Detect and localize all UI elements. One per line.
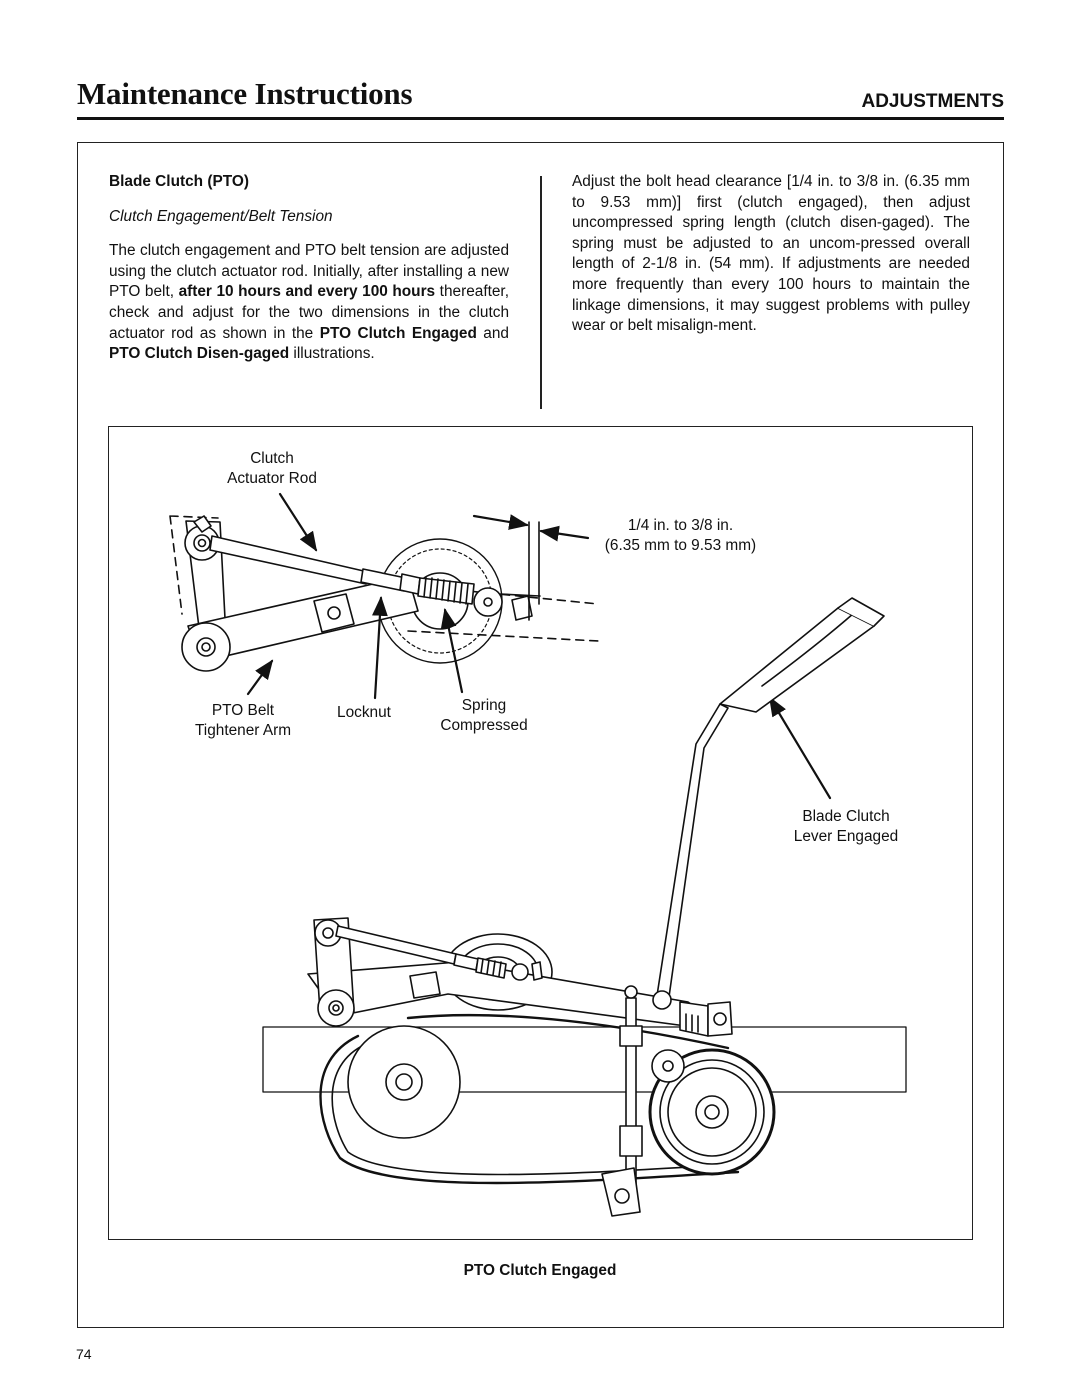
leader-arrow-lever	[768, 696, 832, 800]
leader-arrow-belt-arm	[246, 659, 274, 696]
label-spring-compressed: Spring Compressed	[424, 696, 544, 736]
figure-caption: PTO Clutch Engaged	[463, 1262, 617, 1279]
label-line: Blade Clutch	[802, 808, 890, 825]
bold-run: PTO Clutch Disen-gaged	[109, 345, 290, 363]
label-line: PTO Belt	[211, 702, 275, 719]
label-clutch-actuator-rod: Clutch Actuator Rod	[183, 449, 361, 489]
text-run: The clutch engagement and PTO belt tensi…	[109, 242, 509, 301]
clearance-arrow	[472, 514, 529, 530]
text-run: and	[476, 324, 509, 342]
label-line: Clutch	[250, 450, 294, 467]
label-line: Locknut	[337, 704, 391, 721]
page-title: Maintenance Instructions	[77, 76, 413, 111]
label-line: Actuator Rod	[227, 470, 317, 487]
lower-assembly-drawing	[262, 597, 907, 1217]
label-clearance: 1/4 in. to 3/8 in. (6.35 mm to 9.53 mm)	[588, 516, 773, 556]
text-run: thereafter, check and adjust for the two…	[109, 283, 509, 342]
bold-run: PTO Clutch Engaged	[319, 324, 477, 342]
page-number: 74	[76, 1346, 92, 1362]
label-line: Lever Engaged	[793, 828, 899, 845]
left-column: Blade Clutch (PTO) Clutch Engagement/Bel…	[109, 172, 509, 365]
clutch-linkage-illustration	[169, 492, 907, 1217]
clearance-arrow	[539, 525, 590, 542]
section-heading: Blade Clutch (PTO)	[109, 173, 249, 190]
upper-detail-drawing	[169, 515, 599, 672]
leader-arrow-spring	[440, 608, 464, 694]
label-line: (6.35 mm to 9.53 mm)	[604, 537, 757, 554]
content-frame	[77, 142, 1004, 1328]
label-line: 1/4 in. to 3/8 in.	[627, 517, 734, 534]
right-paragraph: Adjust the bolt head clearance [1/4 in. …	[572, 173, 970, 335]
subheading: Clutch Engagement/Belt Tension	[109, 207, 333, 225]
left-paragraph: The clutch engagement and PTO belt tensi…	[109, 241, 509, 365]
bold-run: after 10 hours and every 100 hours	[178, 283, 436, 301]
label-blade-clutch-lever: Blade Clutch Lever Engaged	[778, 807, 914, 847]
leader-arrow-clutch-rod	[278, 492, 318, 552]
leader-arrow-locknut	[372, 596, 388, 700]
right-column: Adjust the bolt head clearance [1/4 in. …	[572, 172, 970, 337]
label-line: Tightener Arm	[194, 722, 292, 739]
label-line: Spring	[461, 697, 507, 714]
label-pto-belt-tightener-arm: PTO Belt Tightener Arm	[176, 701, 310, 741]
label-locknut: Locknut	[322, 703, 406, 723]
label-line: Compressed	[440, 717, 528, 734]
figure-box	[108, 426, 973, 1240]
text-run: illustrations.	[289, 345, 375, 363]
column-divider	[540, 176, 542, 409]
section-title: ADJUSTMENTS	[861, 91, 1004, 112]
header-rule	[77, 117, 1004, 120]
